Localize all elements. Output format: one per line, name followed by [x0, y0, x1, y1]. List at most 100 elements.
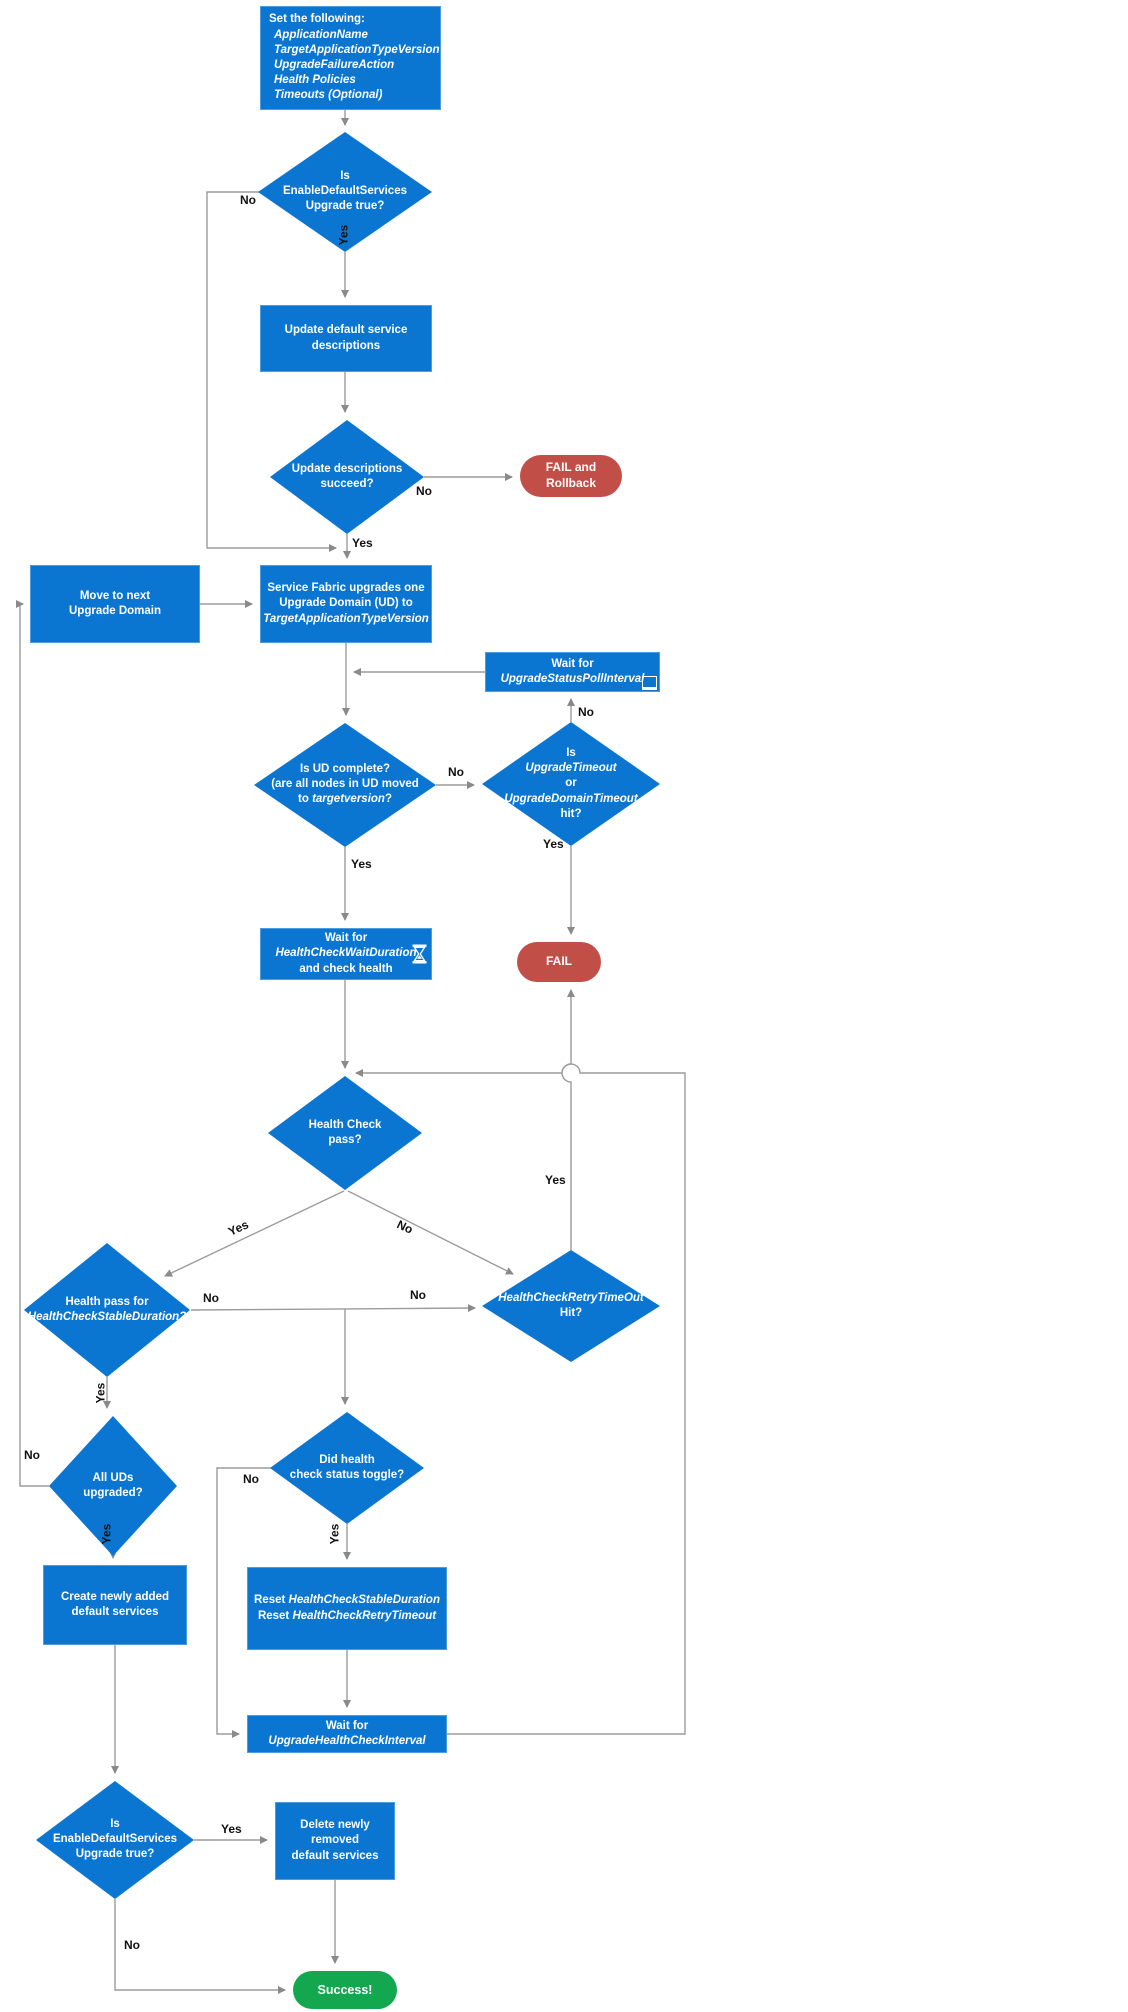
node-text-line: FAIL and — [545, 460, 597, 475]
edge-label-no: No — [24, 1448, 40, 1462]
process-reset-health-check-timers: Reset HealthCheckStableDuration Reset He… — [247, 1567, 447, 1650]
decision-health-check-retry-timeout-hit: HealthCheckRetryTimeOut Hit? — [482, 1250, 660, 1362]
edge-label-yes: Yes — [99, 1523, 114, 1545]
node-text-line: Update descriptions — [291, 462, 403, 475]
node-text-line: Is — [566, 747, 576, 760]
node-text-line: Upgrade Domain — [68, 605, 161, 617]
node-text-line: Reset HealthCheckStableDuration — [254, 1594, 440, 1607]
node-text-line: Reset HealthCheckRetryTimeout — [257, 1609, 437, 1622]
node-text-line: to targetversion? — [298, 793, 392, 806]
process-delete-newly-removed-default-services: Delete newly removed default services — [275, 1802, 395, 1880]
process-update-default-service-descriptions: Update default service descriptions — [260, 305, 432, 372]
node-text-line: HealthCheckStableDuration? — [27, 1311, 187, 1323]
node-text-line: UpgradeHealthCheckInterval — [268, 1735, 426, 1747]
terminator-fail-and-rollback: FAIL and Rollback — [520, 455, 622, 497]
node-text-line: or — [565, 777, 577, 790]
node-text-line: check status toggle? — [289, 1469, 405, 1481]
node-text-line: Health pass for — [65, 1295, 149, 1308]
node-text-line: UpgradeStatusPollInterval — [500, 673, 645, 685]
node-text-line: Health Policies — [274, 74, 356, 87]
edge-label-no: No — [124, 1938, 140, 1952]
process-wait-upgrade-health-check-interval: Wait for UpgradeHealthCheckInterval — [247, 1715, 447, 1753]
edge-label-no: No — [410, 1288, 426, 1302]
node-text-line: Service Fabric upgrades one — [267, 582, 425, 595]
decision-health-check-pass: Health Check pass? — [268, 1076, 422, 1190]
node-text-line: EnableDefaultServices — [282, 185, 408, 198]
decision-health-check-status-toggle: Did health check status toggle? — [270, 1412, 424, 1524]
hourglass-icon — [412, 944, 427, 964]
edge-label-no: No — [416, 484, 432, 498]
node-text-line: Wait for — [325, 1719, 369, 1732]
process-wait-upgrade-status-poll-interval: Wait for UpgradeStatusPollInterval — [485, 652, 660, 692]
edge-label-yes: Yes — [221, 1822, 242, 1836]
node-text-line: TargetApplicationTypeVersion — [274, 43, 440, 56]
edge-label-yes: Yes — [93, 1382, 108, 1404]
edge-label-no: No — [578, 705, 594, 719]
decision-update-descriptions-succeed: Update descriptions succeed? — [270, 420, 424, 534]
node-text-line: Timeouts (Optional) — [274, 89, 383, 102]
process-wait-health-check-wait-duration: Wait for HealthCheckWaitDuration and che… — [260, 928, 432, 980]
timer-icon — [642, 676, 657, 690]
node-text-line: TargetApplicationTypeVersion — [263, 612, 429, 625]
node-text-line: Upgrade Domain (UD) to — [279, 597, 413, 610]
node-text-line: Hit? — [559, 1307, 583, 1319]
node-text-line: Move to next — [79, 589, 151, 602]
process-sf-upgrades-one-ud: Service Fabric upgrades one Upgrade Doma… — [260, 565, 432, 643]
edge-label-no: No — [240, 193, 256, 207]
node-text-line: FAIL — [546, 954, 572, 969]
process-move-to-next-upgrade-domain: Move to next Upgrade Domain — [30, 565, 200, 643]
node-text-line: default services — [71, 1606, 159, 1618]
node-text-line: Set the following: — [269, 13, 365, 26]
edge-label-yes: Yes — [545, 1173, 566, 1187]
edge-label-yes: Yes — [351, 857, 372, 871]
terminator-success: Success! — [293, 1971, 397, 2009]
node-text-line: Delete newly removed — [300, 1819, 370, 1847]
node-text-line: and check health — [299, 962, 393, 975]
edge-label-no: No — [203, 1291, 219, 1305]
edge-label-yes: Yes — [352, 536, 373, 550]
edge-label-yes: Yes — [327, 1523, 342, 1545]
decision-is-ud-complete: Is UD complete? (are all nodes in UD mov… — [254, 723, 436, 847]
process-set-parameters: Set the following: ApplicationName Targe… — [260, 6, 441, 110]
node-text-line: default services — [291, 1849, 379, 1862]
node-text-line: pass? — [328, 1134, 362, 1146]
node-text-line: Success! — [317, 1982, 373, 1997]
node-text-line: UpgradeTimeout — [525, 762, 617, 775]
node-text-line: EnableDefaultServices — [52, 1833, 178, 1846]
node-text-line: Rollback — [545, 476, 596, 490]
node-text-line: ApplicationName — [274, 28, 368, 41]
node-text-line: Is — [110, 1818, 120, 1831]
edge-label-yes: Yes — [336, 224, 351, 246]
node-text-line: Upgrade true? — [305, 200, 385, 213]
node-text-line: UpgradeFailureAction — [274, 59, 395, 71]
node-text-line: UpgradeDomainTimeout — [504, 792, 638, 805]
process-create-newly-added-default-services: Create newly added default services — [43, 1565, 187, 1645]
node-text-line: Wait for — [324, 932, 368, 945]
edge-label-yes: Yes — [543, 837, 564, 851]
edge-label-no: No — [448, 765, 464, 779]
edge-label-no: No — [243, 1472, 259, 1486]
node-text-line: All UDs — [92, 1471, 134, 1484]
decision-enable-default-services-1: Is EnableDefaultServices Upgrade true? — [258, 132, 432, 252]
node-text-line: succeed? — [320, 478, 374, 490]
node-text-line: hit? — [560, 807, 582, 820]
node-text-line: Update default service — [284, 324, 408, 337]
node-text-line: Health Check — [308, 1118, 382, 1131]
decision-health-pass-stable-duration: Health pass for HealthCheckStableDuratio… — [24, 1243, 190, 1377]
node-text-line: upgraded? — [83, 1487, 143, 1499]
node-text-line: Create newly added — [60, 1590, 169, 1603]
decision-upgrade-timeout-hit: Is UpgradeTimeout or UpgradeDomainTimeou… — [482, 722, 660, 846]
node-text-line: descriptions — [311, 339, 381, 352]
node-text-line: HealthCheckWaitDuration — [275, 947, 417, 960]
decision-enable-default-services-2: Is EnableDefaultServices Upgrade true? — [36, 1781, 194, 1899]
node-text-line: (are all nodes in UD moved — [271, 778, 419, 791]
decision-all-uds-upgraded: All UDs upgraded? — [49, 1416, 177, 1556]
node-text-line: Is UD complete? — [299, 763, 391, 776]
node-text-line: Upgrade true? — [75, 1848, 155, 1861]
node-text-line: Did health — [319, 1453, 375, 1466]
node-text-line: Wait for — [551, 657, 594, 670]
node-text-line: Is — [340, 170, 350, 183]
node-text-line: HealthCheckRetryTimeOut — [498, 1291, 644, 1304]
